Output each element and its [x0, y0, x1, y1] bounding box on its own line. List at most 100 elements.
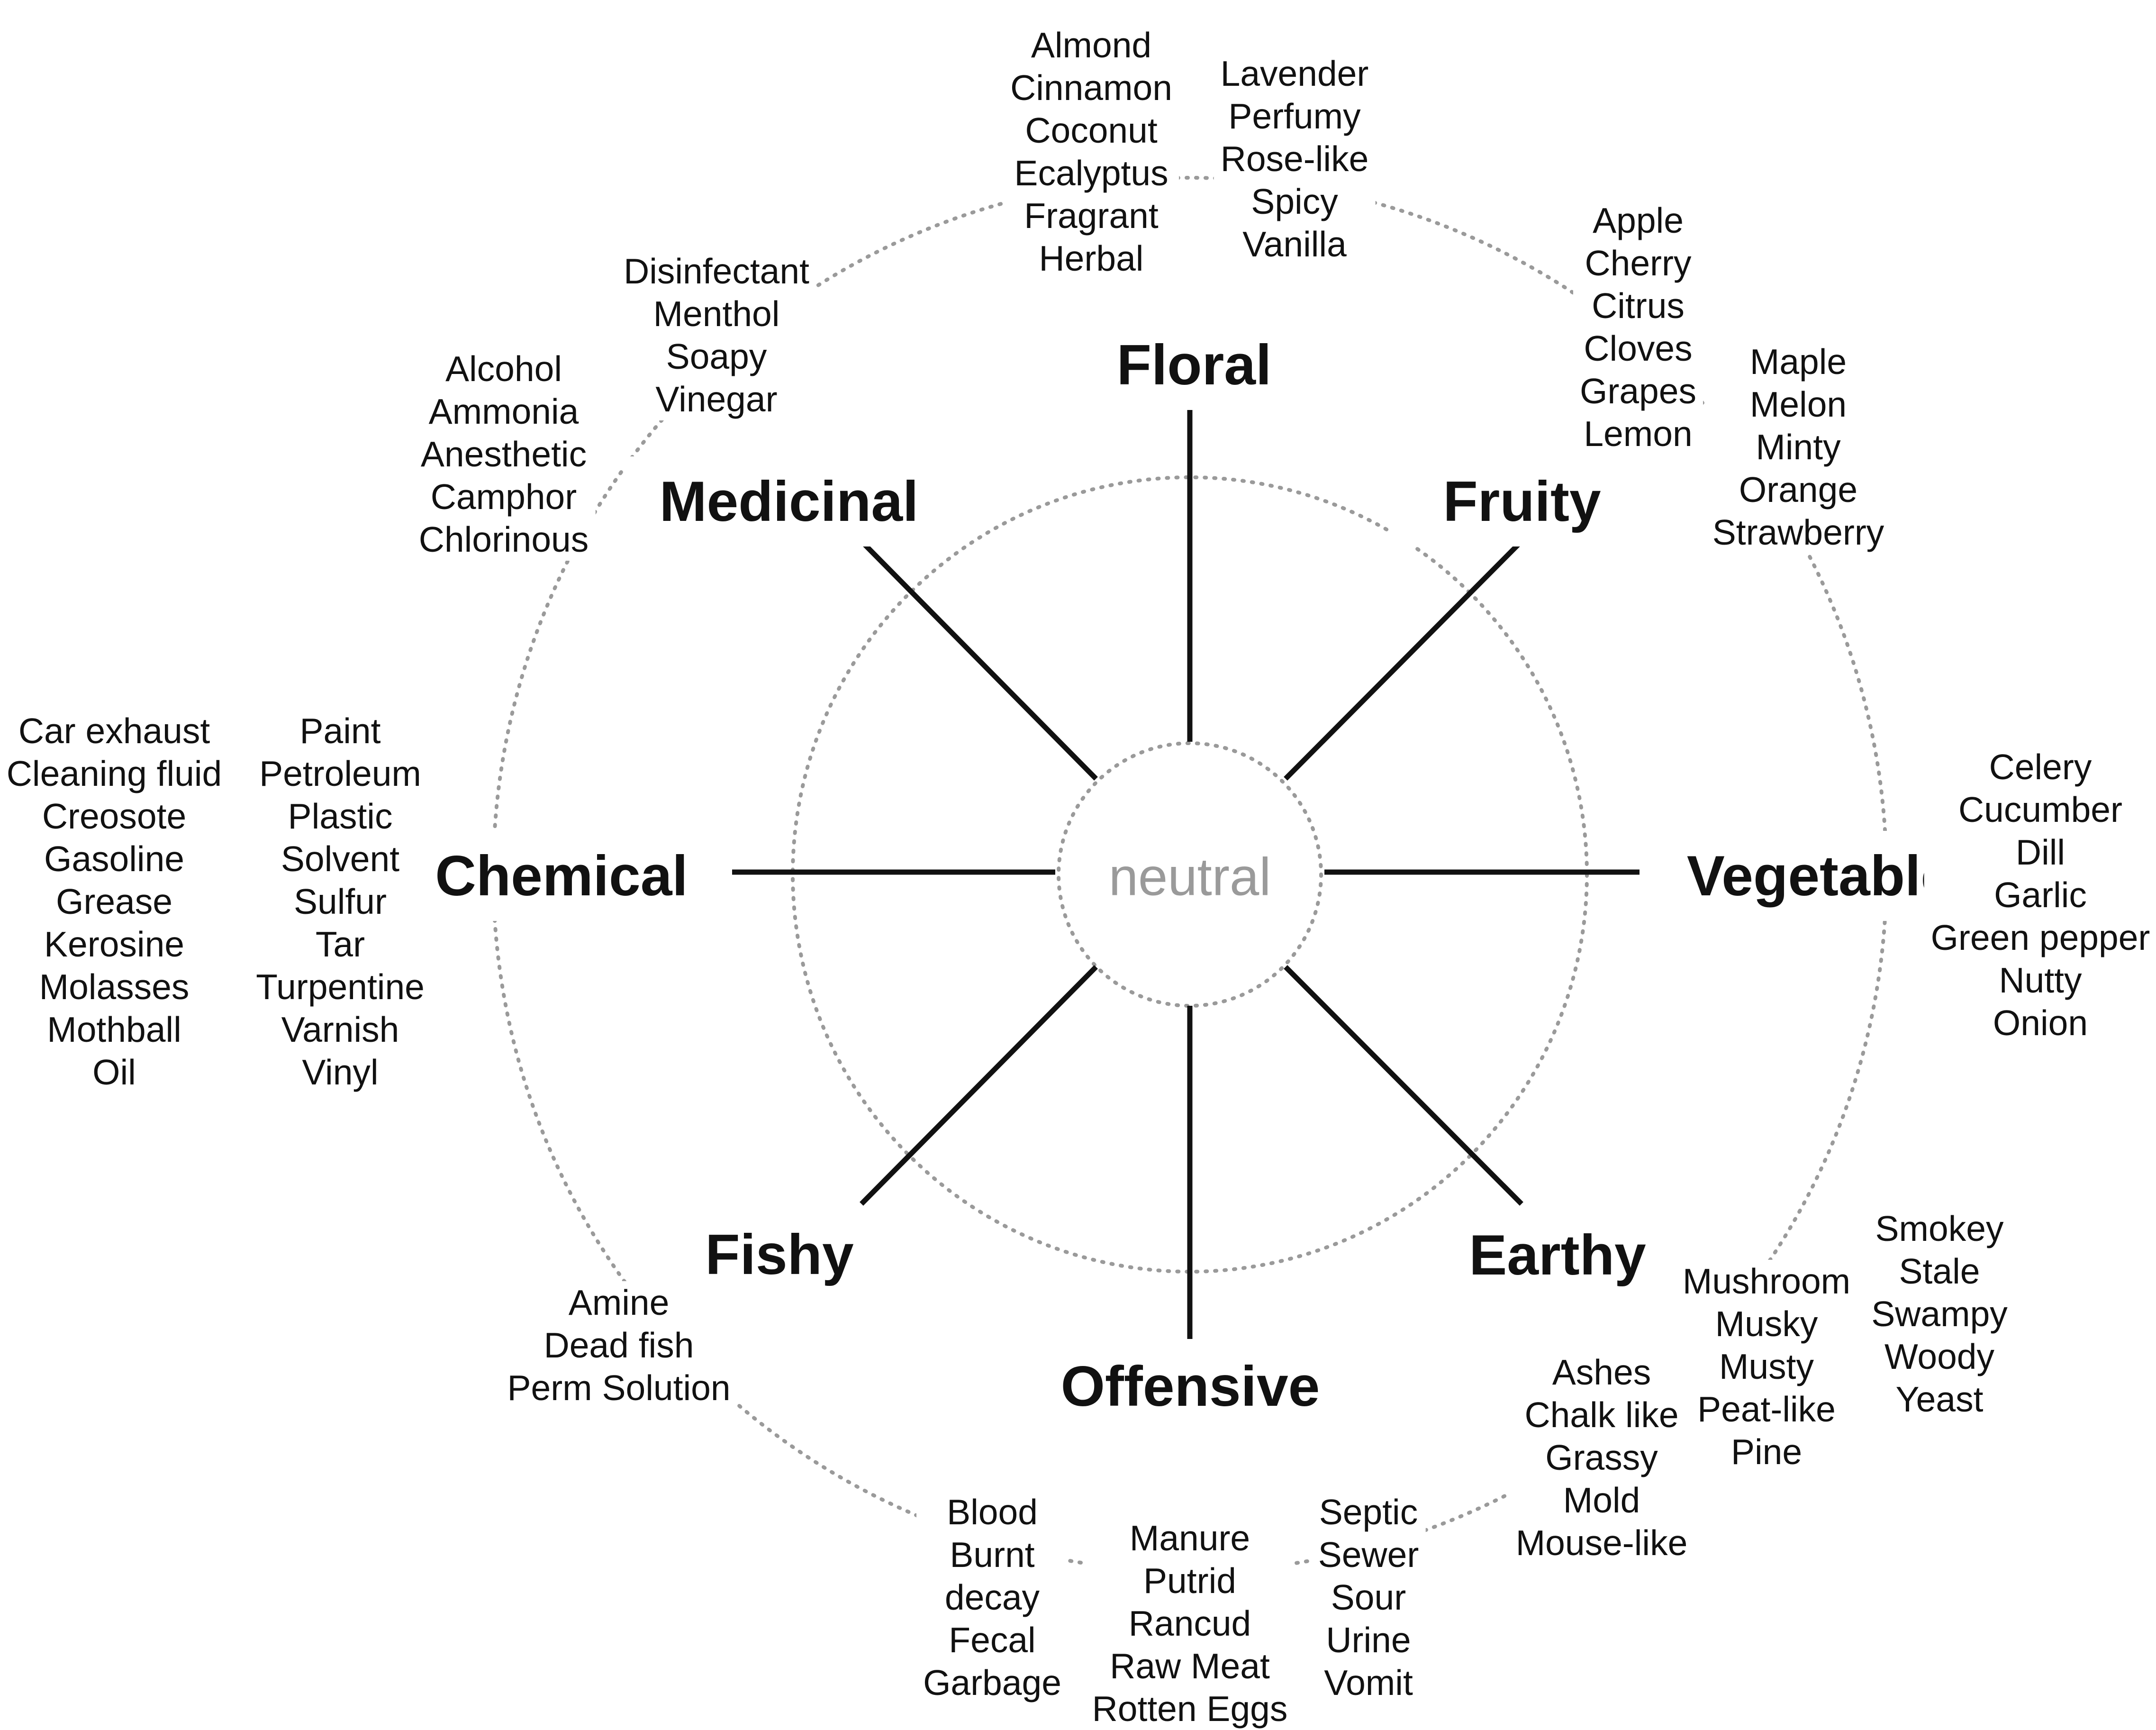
descriptor-item: Spicy — [1251, 182, 1338, 221]
descriptor-item: Citrus — [1592, 286, 1685, 326]
descriptor-item: Lavender — [1220, 54, 1369, 93]
descriptor-item: Pine — [1730, 1432, 1803, 1472]
spoke-earthy — [1284, 965, 1523, 1206]
category-vegetable: Vegetable — [1687, 844, 1952, 908]
descriptor-item: Disinfectant — [624, 251, 809, 291]
descriptor-item: Creosote — [42, 796, 187, 836]
category-fruity: Fruity — [1443, 470, 1601, 533]
descriptor-item: Mothball — [47, 1010, 181, 1049]
descriptor-item: Perm Solution — [507, 1368, 731, 1408]
descriptor-item: Menthol — [653, 294, 780, 334]
descriptor-item: Vinyl — [302, 1052, 379, 1092]
descriptor-item: Rotten Eggs — [1092, 1689, 1288, 1729]
category-fishy: Fishy — [705, 1223, 854, 1286]
descriptor-item: Molasses — [39, 967, 190, 1007]
descriptor-item: decay — [944, 1577, 1040, 1617]
descriptor-item: Ashes — [1552, 1352, 1651, 1392]
category-offensive-backdrop — [1024, 1341, 1356, 1431]
descriptor-item: Kerosine — [44, 924, 184, 964]
descriptor-item: Dead fish — [544, 1325, 694, 1365]
descriptor-item: Cherry — [1585, 243, 1692, 283]
descriptor-item: Soapy — [666, 337, 767, 376]
spoke-fishy — [860, 965, 1098, 1206]
descriptor-item: Varnish — [281, 1010, 399, 1049]
descriptor-item: Sour — [1331, 1577, 1406, 1617]
descriptor-item: Car exhaust — [18, 711, 210, 751]
descriptor-item: Cloves — [1584, 328, 1693, 368]
descriptor-item: Cucumber — [1958, 790, 2122, 829]
descriptor-item: Urine — [1326, 1620, 1411, 1660]
descriptor-item: Cinnamon — [1010, 68, 1172, 108]
descriptor-item: Dill — [2015, 832, 2065, 872]
descriptor-item: Raw Meat — [1110, 1646, 1270, 1686]
descriptor-item: Turpentine — [256, 967, 425, 1007]
descriptor-item: Herbal — [1039, 238, 1144, 278]
descriptor-item: Amine — [568, 1283, 670, 1322]
descriptor-item: Perfumy — [1228, 96, 1361, 136]
descriptor-item: Cleaning fluid — [6, 754, 222, 793]
descriptor-item: Stale — [1899, 1251, 1980, 1291]
descriptor-item: Melon — [1749, 384, 1847, 424]
descriptor-item: Onion — [1993, 1003, 2088, 1043]
descriptor-item: Musty — [1719, 1347, 1814, 1386]
descriptor-item: Fragrant — [1024, 196, 1159, 236]
category-offensive: Offensive — [1061, 1355, 1320, 1418]
category-medicinal-backdrop — [623, 456, 955, 546]
descriptor-item: Ecalyptus — [1014, 153, 1169, 193]
descriptor-item: Vinegar — [655, 379, 778, 419]
descriptor-item: Coconut — [1025, 110, 1158, 150]
descriptor-item: Smokey — [1875, 1209, 2004, 1248]
category-earthy-backdrop — [1425, 1210, 1690, 1300]
category-earthy: Earthy — [1469, 1223, 1646, 1287]
descriptor-item: Musky — [1715, 1304, 1818, 1344]
descriptor-item: Tar — [315, 924, 365, 964]
center-ring — [1057, 741, 1323, 1008]
descriptor-item: Manure — [1129, 1518, 1250, 1558]
descriptor-item: Septic — [1319, 1492, 1418, 1532]
descriptor-item: Grassy — [1545, 1438, 1658, 1477]
descriptor-item: Mold — [1563, 1480, 1640, 1520]
spoke-medicinal — [860, 539, 1098, 781]
descriptor-item: Nutty — [1999, 960, 2082, 1000]
descriptor-item: Apple — [1593, 200, 1684, 240]
category-chemical: Chemical — [435, 844, 688, 908]
descriptor-item: Grapes — [1580, 371, 1696, 411]
descriptor-item: Plastic — [288, 796, 393, 836]
descriptor-item: Mouse-like — [1515, 1523, 1688, 1563]
descriptor-item: Sewer — [1318, 1535, 1419, 1575]
descriptor-item: Burnt — [950, 1535, 1035, 1575]
descriptor-item: Oil — [92, 1052, 136, 1092]
descriptor-item: Mushroom — [1682, 1261, 1851, 1301]
category-floral-backdrop — [1047, 320, 1341, 410]
descriptor-item: Yeast — [1895, 1379, 1984, 1419]
category-chemical-backdrop — [391, 831, 732, 921]
descriptor-item: Lemon — [1584, 414, 1693, 454]
descriptor-item: Gasoline — [44, 839, 184, 879]
descriptor-item: Orange — [1739, 470, 1858, 510]
descriptor-item: Sulfur — [294, 882, 387, 921]
descriptor-item: Celery — [1989, 747, 2092, 787]
descriptor-item: Alcohol — [445, 349, 562, 389]
descriptor-item: Almond — [1031, 25, 1152, 65]
category-medicinal: Medicinal — [660, 470, 919, 533]
descriptor-item: Minty — [1756, 427, 1841, 467]
category-fruity-backdrop — [1389, 456, 1655, 546]
descriptor-item: Garbage — [923, 1663, 1061, 1703]
descriptor-item: Putrid — [1143, 1561, 1236, 1601]
descriptor-item: Anesthetic — [420, 434, 587, 474]
